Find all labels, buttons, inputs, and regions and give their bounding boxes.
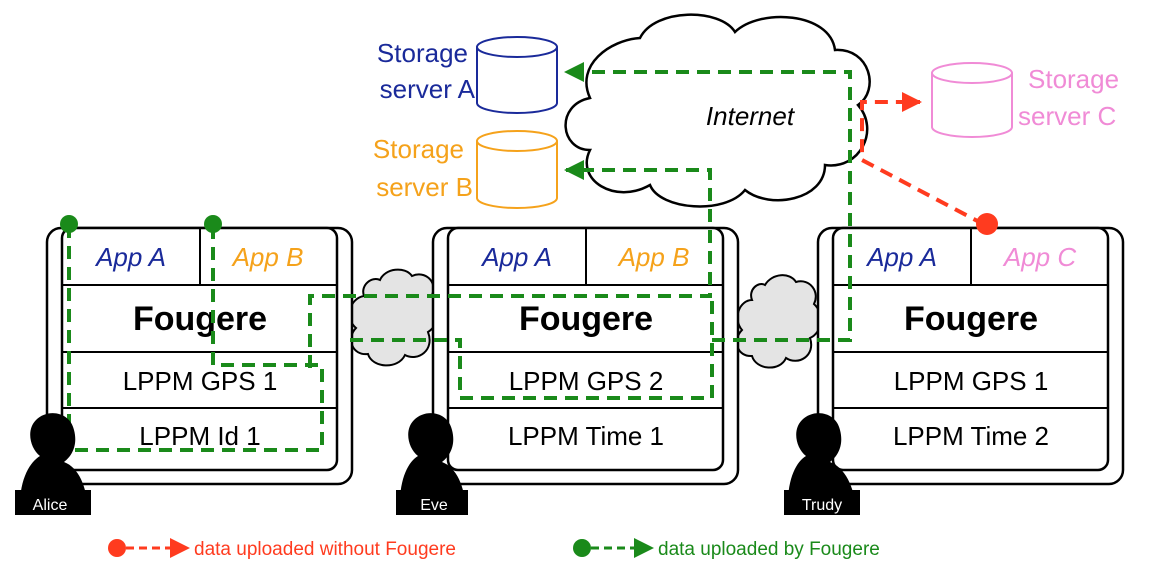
- internet-label: Internet: [706, 101, 796, 131]
- app-a-label: App A: [865, 242, 937, 272]
- fougere-label: Fougere: [133, 300, 267, 338]
- trudy-app-c-source-dot: [976, 213, 998, 235]
- lppm-label: LPPM GPS 1: [894, 366, 1049, 396]
- lppm-label: LPPM GPS 1: [123, 366, 278, 396]
- storage-server-c-label-line2: server C: [1018, 101, 1116, 131]
- lppm-label: LPPM Id 1: [139, 421, 260, 451]
- legend-item-without-fougere: data uploaded without Fougere: [108, 538, 456, 560]
- eve-to-storage-a-path: [564, 62, 852, 342]
- person-alice-label: Alice: [33, 497, 68, 514]
- alice-to-storage-b-path: [308, 160, 712, 368]
- storage-server-c-label-line1: Storage: [1028, 64, 1119, 94]
- device-eve: App A App B Fougere LPPM GPS 2 LPPM Time…: [431, 226, 740, 486]
- lppm-label: LPPM Time 2: [893, 421, 1049, 451]
- fougere-data-paths: [67, 62, 852, 452]
- lppm-label: LPPM GPS 2: [509, 366, 664, 396]
- person-trudy-label: Trudy: [802, 497, 842, 514]
- device-trudy: App A App C Fougere LPPM GPS 1 LPPM Time…: [816, 226, 1125, 486]
- legend-without-fougere-label: data uploaded without Fougere: [194, 539, 456, 560]
- direct-data-path: [860, 92, 986, 227]
- legend-by-fougere-label: data uploaded by Fougere: [658, 539, 880, 560]
- eve-lppm-path: [350, 296, 714, 400]
- fougere-label: Fougere: [904, 300, 1038, 338]
- app-b-label: App B: [617, 242, 690, 272]
- storage-server-a-label-line1: Storage: [377, 38, 468, 68]
- legend-item-by-fougere: data uploaded by Fougere: [573, 538, 880, 560]
- person-icon: [787, 413, 856, 515]
- peer-cloud-right: [735, 274, 822, 369]
- person-icon: [399, 413, 466, 515]
- device-alice: App A App B Fougere LPPM GPS 1 LPPM Id 1: [45, 226, 354, 486]
- alice-app-b-source-dot: [204, 215, 222, 233]
- legend: data uploaded without Fougere data uploa…: [108, 538, 880, 560]
- app-b-label: App B: [231, 242, 304, 272]
- person-eve: Eve: [396, 413, 468, 515]
- cylinder-icon: [476, 36, 558, 114]
- alice-app-a-source-dot: [60, 215, 78, 233]
- person-trudy: Trudy: [784, 413, 860, 515]
- person-eve-label: Eve: [420, 497, 448, 514]
- peer-cloud-left: [348, 268, 440, 367]
- storage-server-a-label-line2: server A: [380, 74, 476, 104]
- storage-server-b-label-line1: Storage: [373, 134, 464, 164]
- lppm-label: LPPM Time 1: [508, 421, 664, 451]
- storage-server-b-label-line2: server B: [376, 172, 473, 202]
- cylinder-icon: [931, 62, 1013, 138]
- app-a-label: App A: [94, 242, 166, 272]
- internet-cloud: Internet: [564, 13, 871, 208]
- storage-server-b: Storage server B: [373, 130, 558, 209]
- alice-app-a-path: [67, 225, 324, 452]
- cylinder-icon: [476, 130, 558, 209]
- storage-server-c: Storage server C: [931, 62, 1119, 138]
- person-icon: [19, 413, 88, 515]
- app-c-label: App C: [1002, 242, 1076, 272]
- person-alice: Alice: [15, 413, 91, 515]
- app-a-label: App A: [480, 242, 552, 272]
- fougere-label: Fougere: [519, 300, 653, 338]
- storage-server-a: Storage server A: [377, 36, 558, 114]
